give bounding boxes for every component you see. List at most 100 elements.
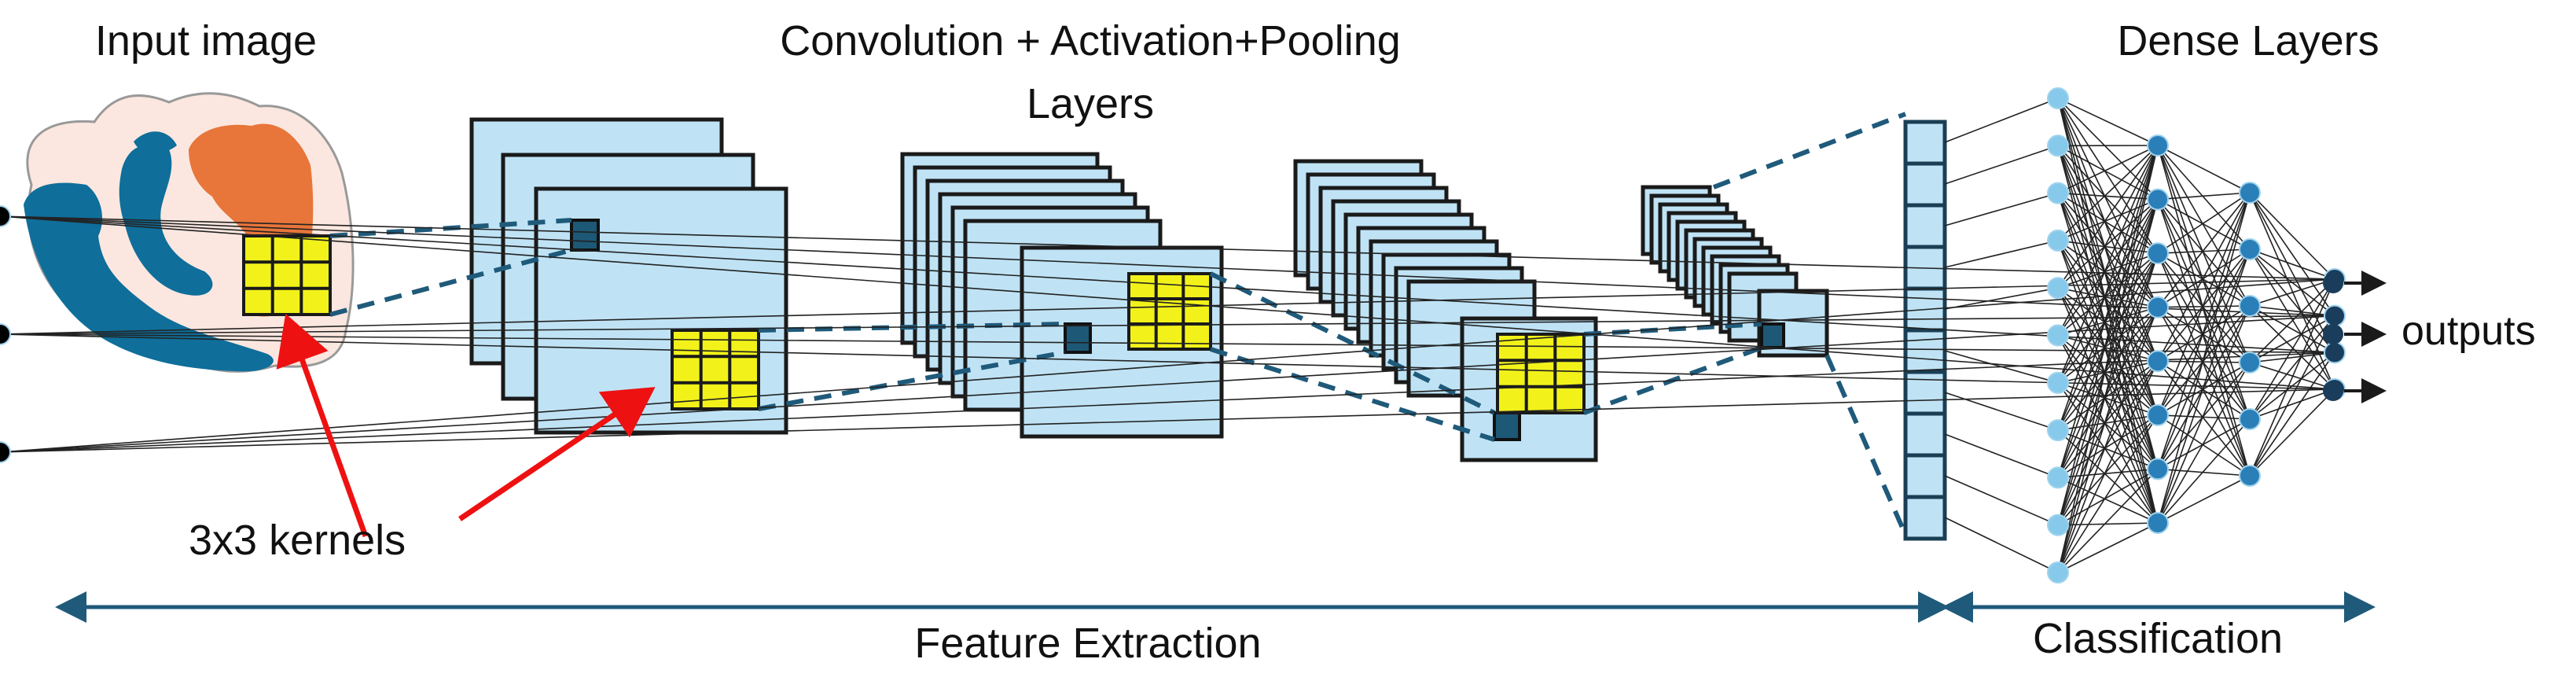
dense-connection [2057,145,2159,289]
dense-connection [0,215,2335,354]
output-node [2323,324,2343,344]
dense-connection [2249,192,2335,317]
neuron-node [2147,134,2169,156]
neuron-node [2047,134,2069,157]
dense-connection [2057,145,2159,573]
dense-connection [2057,414,2159,526]
neuron-node [2239,182,2261,204]
output-pixel-4 [1760,322,1785,349]
dense-connection [2057,252,2159,337]
dense-connection [2249,305,2335,317]
projection-line [1209,271,1496,415]
dense-connection [2057,145,2159,194]
dense-connection [2157,199,2251,420]
dense-connection [2057,240,2159,469]
output-pixel-2 [1064,322,1092,354]
flatten-projection-line [1712,112,1907,190]
dense-connection [2057,199,2159,478]
dense-connection [2057,382,2159,416]
dense-connection [2057,335,2159,469]
dense-connection [2057,145,2159,241]
dense-connection [2249,388,2335,477]
dense-connection [2057,145,2159,362]
dense-connection [2157,252,2251,477]
dense-connection [0,278,2335,335]
dense-connection [2057,429,2159,524]
dense-connection [2157,414,2251,420]
dense-connection [0,315,2335,335]
vector-to-dense-connection [1944,145,2059,185]
dense-connection [2157,198,2251,250]
dense-connection [2157,252,2251,307]
neuron-node [2239,295,2261,317]
neuron-node [2147,242,2169,265]
flatten-projection-line [1825,354,1908,536]
neuron-node [2147,512,2169,534]
dense-connection [2057,335,2159,524]
neuron-node [2047,371,2069,394]
dense-connection [2057,382,2159,524]
dense-connection [2057,240,2159,416]
projection-line [758,350,1066,411]
dense-connection [2249,278,2335,307]
dense-connection [2057,429,2159,470]
output-pixel-1 [570,219,600,252]
dense-connection [2057,414,2159,479]
dense-layers-label: Dense Layers [2117,17,2379,64]
dense-connection [2157,362,2251,416]
neuron-node [2047,466,2069,489]
dense-connection [2157,192,2251,254]
input-image-label: Input image [95,17,317,64]
neuron-node [2147,350,2169,373]
dense-connection [2057,199,2159,336]
dense-connection [2057,193,2159,416]
neuron-node [2147,403,2169,426]
dense-connection [2157,360,2251,420]
vector-to-dense-connection [1944,192,2059,226]
dense-connection [2057,145,2159,336]
dense-connection [2057,98,2159,469]
dense-connection [2057,145,2159,478]
neuron-node [2239,238,2261,260]
dense-connection [2057,360,2159,478]
dense-connection [2057,252,2159,478]
neuron-node [0,441,11,463]
dense-connection [2157,145,2251,363]
dense-connection [2249,248,2335,390]
dense-connection [2057,240,2159,308]
neuron-node [2147,296,2169,318]
dense-connection [2057,240,2159,524]
dense-connection [2157,307,2251,477]
dense-connection [2057,252,2159,289]
dense-connection [2157,475,2251,524]
vector-to-dense-connection [1944,287,2059,310]
dense-connection [2057,145,2159,416]
neuron-node [2047,514,2069,536]
dense-connection [2057,145,2159,308]
neuron-node [2147,188,2169,211]
dense-connection [2249,278,2335,420]
dense-connection [2249,192,2335,390]
dense-connection [2157,199,2251,477]
dense-connection [2057,360,2159,573]
dense-connection [2057,193,2159,469]
dense-connection [2157,199,2251,363]
dense-connection [2057,240,2159,254]
dense-connection [2057,287,2159,308]
dense-connection [2157,192,2251,362]
dense-connection [2249,315,2335,363]
vector-to-dense-connection [1944,433,2059,479]
outputs-label: outputs [2401,308,2536,354]
neuron-node [0,205,11,227]
dense-connection [2057,382,2159,470]
dense-connection [2057,199,2159,573]
output-node [2323,381,2343,401]
dense-connection [2057,477,2159,524]
neuron-node [2239,465,2261,487]
dense-network-nodes [0,87,2346,583]
vector-to-dense-connection [1944,475,2059,526]
dense-connection [2057,414,2159,431]
dense-connection [2157,305,2251,362]
dense-connection [0,215,2335,280]
